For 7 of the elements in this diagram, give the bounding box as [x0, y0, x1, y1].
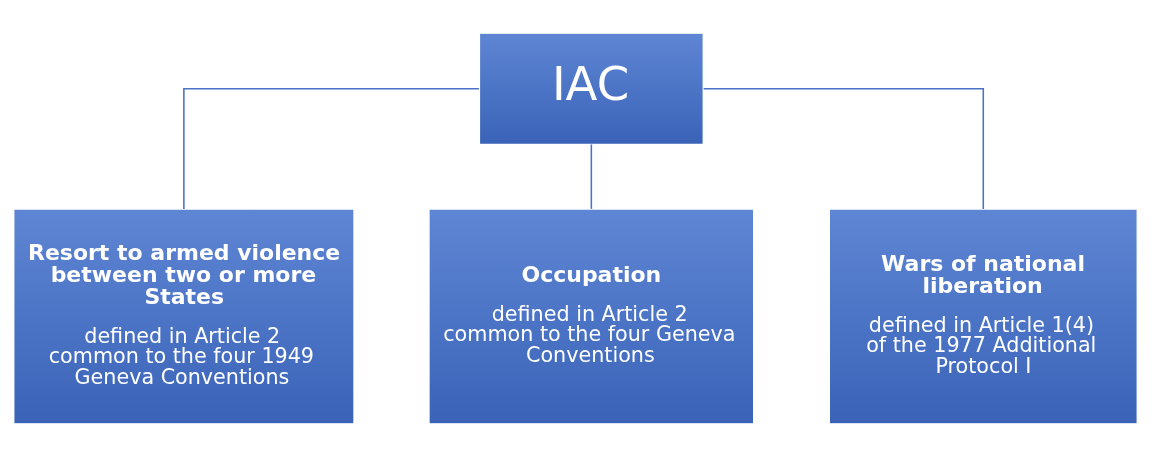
node-box: Resort to armed violence between two or more States defined in Article 2 common to the four 1949 Geneva Conventions	[13, 208, 355, 425]
node-box: IAC	[478, 32, 704, 146]
connector	[590, 143, 593, 210]
node-box: Wars of national liberation defined in Article 1(4) of the 1977 Additional Protocol I	[828, 208, 1138, 425]
connector	[702, 88, 985, 210]
connector	[183, 88, 480, 210]
node-box: Occupation defined in Article 2 common to the four Geneva Conventions	[428, 208, 755, 425]
